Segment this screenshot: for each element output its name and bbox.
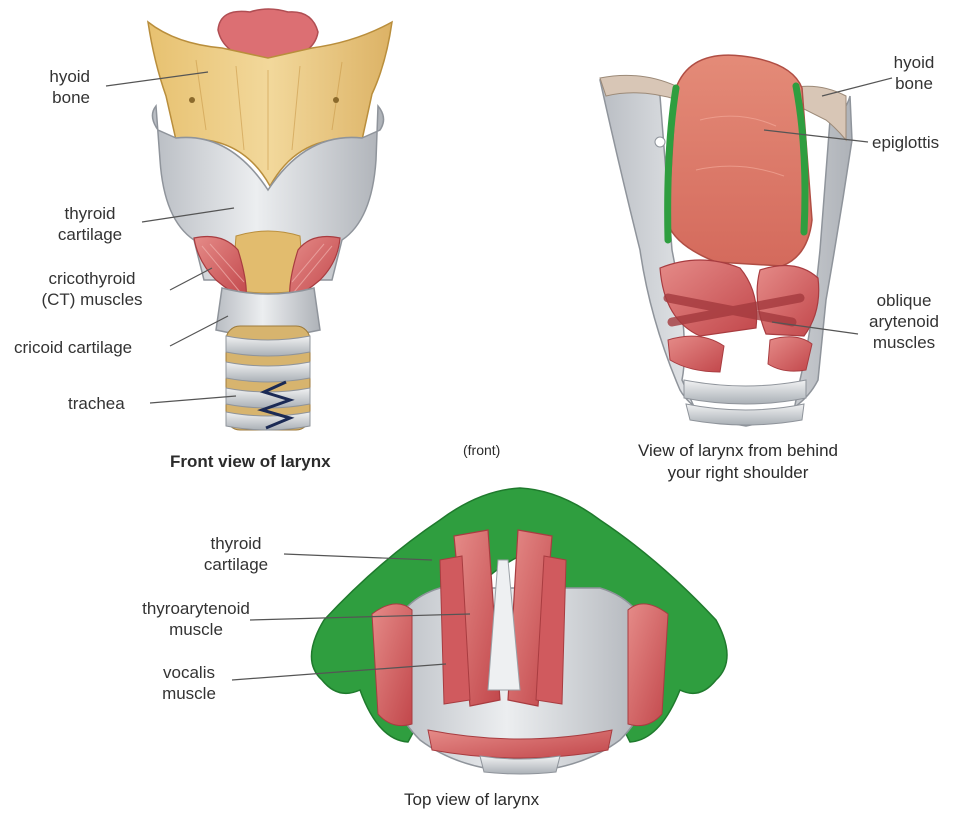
front-view-larynx	[148, 9, 392, 430]
label-top-thyroid-line2: cartilage	[186, 554, 286, 575]
caption-top-view: Top view of larynx	[404, 790, 539, 810]
label-front-thyroid-cartilage: thyroid cartilage	[40, 203, 140, 245]
label-vocalis-line1: vocalis	[146, 662, 232, 683]
label-back-hyoid-line1: hyoid	[882, 52, 946, 73]
label-top-thyroid-line1: thyroid	[186, 533, 286, 554]
label-vocalis-muscle: vocalis muscle	[146, 662, 232, 704]
label-ct-line2: (CT) muscles	[14, 289, 170, 310]
label-vocalis-line2: muscle	[146, 683, 232, 704]
label-front-hyoid-line1: hyoid	[20, 66, 90, 87]
label-front-thyroid-line2: cartilage	[40, 224, 140, 245]
label-front-hyoid-bone: hyoid bone	[20, 66, 90, 108]
label-oblique-arytenoid-muscles: oblique arytenoid muscles	[856, 290, 952, 353]
label-epiglottis: epiglottis	[872, 132, 939, 153]
caption-back-line1: View of larynx from behind	[598, 440, 878, 462]
label-top-thyroid-cartilage: thyroid cartilage	[186, 533, 286, 575]
label-thyroarytenoid-muscle: thyroarytenoid muscle	[112, 598, 280, 640]
label-oblique-line3: muscles	[856, 332, 952, 353]
caption-back-line2: your right shoulder	[598, 462, 878, 484]
back-view-larynx	[600, 55, 852, 426]
label-back-hyoid-line2: bone	[882, 73, 946, 94]
caption-back-view: View of larynx from behind your right sh…	[598, 440, 878, 484]
label-oblique-line1: oblique	[856, 290, 952, 311]
top-view-larynx	[311, 488, 727, 774]
label-back-hyoid-bone: hyoid bone	[882, 52, 946, 94]
label-front-hyoid-line2: bone	[20, 87, 90, 108]
label-cricoid-cartilage: cricoid cartilage	[14, 337, 132, 358]
label-front-thyroid-line1: thyroid	[40, 203, 140, 224]
label-ta-line2: muscle	[112, 619, 280, 640]
label-ta-line1: thyroarytenoid	[112, 598, 280, 619]
label-cricothyroid-muscles: cricothyroid (CT) muscles	[14, 268, 170, 310]
label-oblique-line2: arytenoid	[856, 311, 952, 332]
caption-front-view: Front view of larynx	[170, 452, 331, 472]
label-trachea: trachea	[68, 393, 125, 414]
orientation-front-label: (front)	[463, 442, 500, 458]
label-ct-line1: cricothyroid	[14, 268, 170, 289]
